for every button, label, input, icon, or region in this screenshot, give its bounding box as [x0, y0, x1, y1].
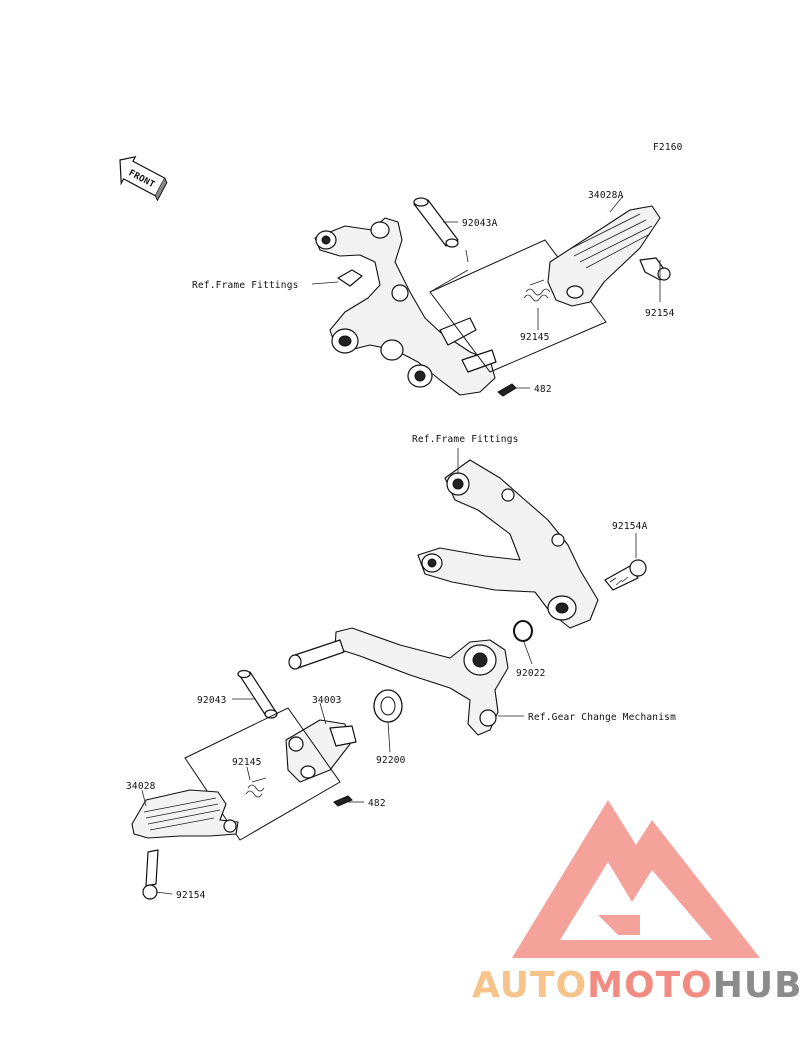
bracket-34003	[285, 719, 357, 783]
rear-brake-bracket	[417, 459, 599, 629]
bolt-92154A	[604, 559, 647, 591]
leader-lines	[141, 195, 661, 895]
label-34003: 34003	[312, 695, 342, 706]
clip-482-top	[497, 383, 517, 397]
oring-92022	[513, 620, 533, 642]
spring-92145-top	[523, 279, 551, 302]
label-482-top: 482	[534, 384, 552, 395]
label-92200: 92200	[376, 755, 406, 766]
pin-92043A	[413, 197, 459, 248]
watermark-auto: AUTO	[472, 965, 587, 1006]
figure-code: F2160	[653, 142, 683, 153]
front-arrow-icon: FRONT	[119, 155, 168, 202]
watermark-hub: HUB	[713, 965, 800, 1006]
pin-92043	[237, 669, 278, 719]
label-92145-bottom: 92145	[232, 757, 262, 768]
label-92154A: 92154A	[612, 521, 648, 532]
label-34028A: 34028A	[588, 190, 624, 201]
label-ref-frame-top: Ref.Frame Fittings	[192, 280, 299, 291]
label-482-bottom: 482	[368, 798, 386, 809]
label-92154-bottom: 92154	[176, 890, 206, 901]
watermark-moto: MOTO	[587, 965, 713, 1006]
assembly-box-top	[429, 239, 607, 373]
label-34028: 34028	[126, 781, 156, 792]
label-ref-frame-mid: Ref.Frame Fittings	[412, 434, 519, 445]
label-92043: 92043	[197, 695, 227, 706]
label-92154-top: 92154	[645, 308, 675, 319]
label-ref-gear: Ref.Gear Change Mechanism	[528, 712, 676, 723]
watermark-text: AUTOMOTOHUB	[472, 965, 800, 1006]
bolt-92154-bottom	[142, 849, 159, 900]
watermark-logo-icon	[512, 800, 760, 958]
label-92145-top: 92145	[520, 332, 550, 343]
bolt-92154-top	[639, 257, 671, 281]
brake-pedal	[288, 627, 509, 736]
footpeg-34028A	[547, 205, 661, 307]
rider-footrest-bracket	[314, 217, 497, 396]
label-92043A: 92043A	[462, 218, 498, 229]
spring-92145-bottom	[245, 777, 267, 798]
washer-92200	[373, 689, 403, 723]
clip-482-bottom	[333, 795, 353, 807]
label-92022: 92022	[516, 668, 546, 679]
footpeg-34028	[131, 789, 239, 839]
